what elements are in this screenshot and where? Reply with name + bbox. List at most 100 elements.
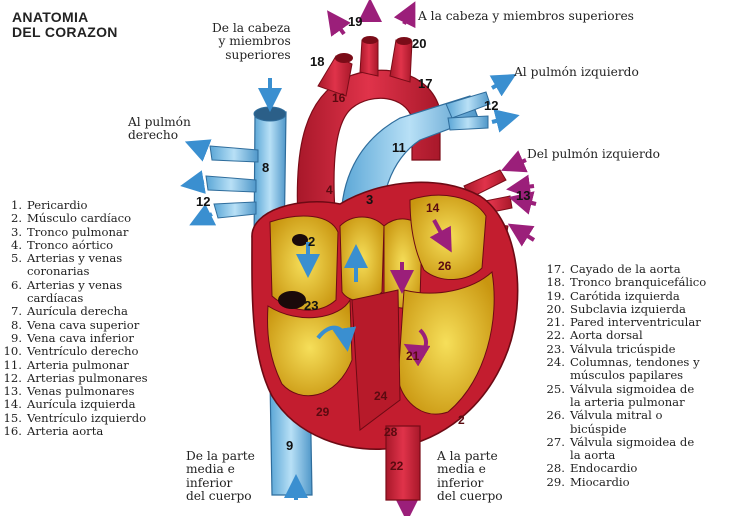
legend-number: 10. [0, 345, 27, 358]
part-number-2-lower: 2 [458, 413, 465, 427]
part-number-12-right: 12 [196, 194, 210, 209]
legend-text: Carótida izquierda [570, 290, 680, 303]
legend-item: 13.Venas pulmonares [0, 385, 148, 398]
legend-item: 14.Aurícula izquierda [0, 398, 148, 411]
legend-item: 28.Endocardio [543, 462, 706, 475]
legend-text: Aurícula izquierda [27, 398, 136, 411]
legend-number: 28. [543, 462, 570, 475]
part-number-17: 17 [418, 76, 432, 91]
legend-text: Tronco aórtico [27, 239, 113, 252]
legend-item: 1.Pericardio [0, 199, 148, 212]
part-number-3: 3 [366, 192, 373, 207]
left-carotid [360, 40, 378, 76]
legend-item: 12.Arterias pulmonares [0, 372, 148, 385]
part-number-2: 2 [308, 234, 315, 249]
legend-item: 9.Vena cava inferior [0, 332, 148, 345]
legend-item: 10.Ventrículo derecho [0, 345, 148, 358]
part-number-18: 18 [310, 54, 324, 69]
legend-item: 15.Ventrículo izquierdo [0, 412, 148, 425]
legend-item: 5.Arterias y venas [0, 252, 148, 265]
part-number-13: 13 [516, 188, 530, 203]
legend-item: 23.Válvula tricúspide [543, 343, 706, 356]
caption-to-head: A la cabeza y miembros superiores [418, 10, 634, 23]
legend-text: Válvula mitral o [570, 409, 662, 422]
legend-number [0, 265, 27, 278]
legend-text: Arterias y venas [27, 279, 122, 292]
part-number-4: 4 [326, 183, 333, 197]
legend-text: Miocardio [570, 476, 630, 489]
legend-text: Venas pulmonares [27, 385, 135, 398]
legend-number: 19. [543, 290, 570, 303]
legend-number: 8. [0, 319, 27, 332]
legend-item: 20.Subclavia izquierda [543, 303, 706, 316]
legend-number: 18. [543, 276, 570, 289]
legend-item: 29.Miocardio [543, 476, 706, 489]
legend-number: 22. [543, 329, 570, 342]
legend-text: Tronco branquicefálico [570, 276, 706, 289]
part-number-28: 28 [384, 425, 398, 439]
legend-number: 2. [0, 212, 27, 225]
caption-to-lower-body: A la parte media e inferior del cuerpo [437, 450, 503, 504]
legend-item: 21.Pared interventricular [543, 316, 706, 329]
legend-number: 16. [0, 425, 27, 438]
legend-text: Arterias pulmonares [27, 372, 148, 385]
part-number-24: 24 [374, 389, 388, 403]
legend-number: 20. [543, 303, 570, 316]
legend-item: 27.Válvula sigmoidea de [543, 436, 706, 449]
legend-item: 26.Válvula mitral o [543, 409, 706, 422]
legend-item: 8.Vena cava superior [0, 319, 148, 332]
legend-text: Aurícula derecha [27, 305, 128, 318]
legend-text: Endocardio [570, 462, 637, 475]
caption-from-lower-body: De la parte media e inferior del cuerpo [186, 450, 255, 504]
legend-text: Tronco pulmonar [27, 226, 128, 239]
legend-number [543, 396, 570, 409]
part-number-23: 23 [304, 298, 318, 313]
legend-text: Arteria pulmonar [27, 359, 129, 372]
legend-number: 21. [543, 316, 570, 329]
part-number-26: 26 [438, 259, 452, 273]
legend-item: 2.Músculo cardíaco [0, 212, 148, 225]
legend-text: Ventrículo izquierdo [27, 412, 146, 425]
legend-text: Arterias y venas [27, 252, 122, 265]
part-number-12-left: 12 [484, 98, 498, 113]
legend-text: Pericardio [27, 199, 87, 212]
legend-text: Aorta dorsal [570, 329, 643, 342]
legend-left: 1.Pericardio2.Músculo cardíaco3.Tronco p… [0, 199, 148, 438]
legend-number: 13. [0, 385, 27, 398]
legend-number: 4. [0, 239, 27, 252]
legend-text: Pared interventricular [570, 316, 701, 329]
legend-number: 9. [0, 332, 27, 345]
legend-item: bicúspide [543, 423, 706, 436]
legend-item: 6.Arterias y venas [0, 279, 148, 292]
legend-number [543, 423, 570, 436]
legend-text: Cayado de la aorta [570, 263, 681, 276]
part-number-19: 19 [348, 14, 362, 29]
legend-item: 16.Arteria aorta [0, 425, 148, 438]
legend-number [543, 449, 570, 462]
legend-number: 11. [0, 359, 27, 372]
caption-to-right-lung: Al pulmón derecho [128, 116, 191, 143]
legend-item: 22.Aorta dorsal [543, 329, 706, 342]
legend-text: la aorta [570, 449, 615, 462]
legend-number: 26. [543, 409, 570, 422]
legend-number: 29. [543, 476, 570, 489]
legend-item: 4.Tronco aórtico [0, 239, 148, 252]
legend-text: Subclavia izquierda [570, 303, 686, 316]
legend-text: Vena cava superior [27, 319, 139, 332]
legend-item: músculos papilares [543, 369, 706, 382]
legend-number: 12. [0, 372, 27, 385]
legend-item: 3.Tronco pulmonar [0, 226, 148, 239]
legend-number [0, 292, 27, 305]
pulmonary-valve-area [340, 217, 384, 301]
legend-item: la arteria pulmonar [543, 396, 706, 409]
legend-number: 3. [0, 226, 27, 239]
part-number-20: 20 [412, 36, 426, 51]
legend-number: 15. [0, 412, 27, 425]
legend-number: 27. [543, 436, 570, 449]
part-number-22: 22 [390, 459, 404, 473]
legend-number: 5. [0, 252, 27, 265]
legend-text: la arteria pulmonar [570, 396, 685, 409]
caption-from-head: De la cabeza y miembros superiores [212, 22, 291, 62]
